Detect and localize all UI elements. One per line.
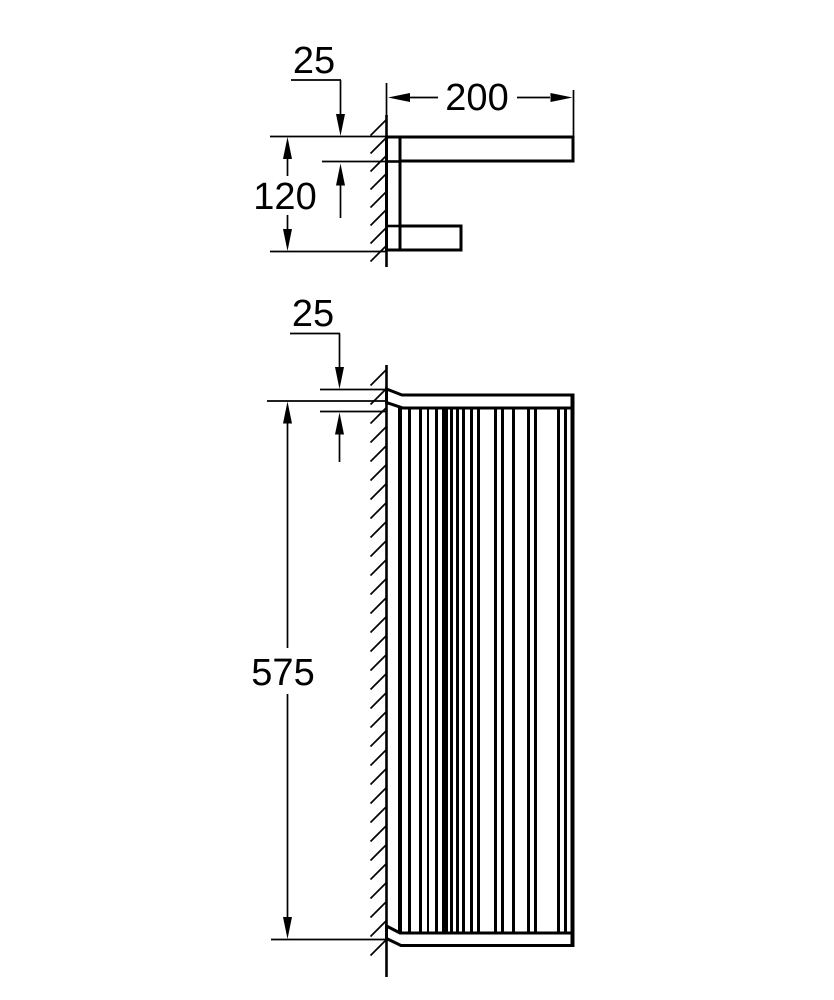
arrow-right-icon	[550, 93, 573, 102]
hatch-line	[369, 445, 387, 463]
hatch-line	[369, 245, 387, 263]
arrow-down-icon	[283, 229, 292, 251]
hatch-line	[369, 711, 387, 729]
dim-side-depth: 200	[388, 77, 575, 137]
hatch-line	[369, 901, 387, 919]
arrow-up-icon	[283, 401, 292, 424]
arrow-left-icon	[388, 93, 410, 102]
hatch-line	[369, 825, 387, 843]
arrow-up-icon	[283, 137, 292, 159]
dim-label-side-offset: 25	[293, 40, 335, 82]
side-view-product-profile	[385, 135, 575, 252]
hatch-line	[369, 369, 387, 387]
hatch-line	[369, 540, 387, 558]
hatch-line	[369, 882, 387, 900]
dim-front-height: 575	[251, 400, 386, 941]
hatch-line	[369, 730, 387, 748]
slat-bar	[477, 406, 480, 934]
hatch-line	[369, 559, 387, 577]
slat-bar	[456, 406, 459, 934]
hatch-line	[369, 806, 387, 824]
hatch-line	[369, 939, 387, 957]
hatch-line	[369, 426, 387, 444]
hatch-line	[369, 191, 387, 209]
hatch-line	[369, 578, 387, 596]
slat-bar	[419, 406, 422, 934]
hatch-line	[369, 119, 387, 137]
hatch-line	[369, 616, 387, 634]
slat-bar	[427, 406, 429, 934]
slat-bar	[494, 406, 497, 934]
lower-bracket-profile	[398, 224, 463, 252]
dim-front-thickness: 25	[290, 293, 386, 462]
shelf-profile	[398, 135, 575, 163]
hatch-line	[369, 407, 387, 425]
hatch-line	[369, 597, 387, 615]
wall-hatching	[369, 119, 387, 263]
front-view-wall	[369, 365, 388, 977]
dim-label-front-height: 575	[251, 652, 314, 694]
hatch-line	[369, 483, 387, 501]
hatch-line	[369, 155, 387, 173]
dim-label-front-thickness: 25	[292, 293, 334, 335]
slat-bar	[501, 406, 504, 934]
arrow-up-icon	[335, 412, 344, 435]
dim-side-height: 120	[253, 137, 386, 253]
hatch-line	[369, 209, 387, 227]
slat-bar	[564, 406, 567, 934]
arrow-up-icon	[336, 163, 345, 186]
rack-slats	[398, 406, 567, 934]
slat-bar	[557, 406, 560, 934]
front-view: 25 575	[251, 293, 575, 977]
hatch-line	[369, 768, 387, 786]
hatch-line	[369, 673, 387, 691]
slat-bar	[442, 406, 448, 934]
hatch-line	[369, 464, 387, 482]
arrow-down-icon	[335, 367, 344, 389]
slat-bar	[408, 406, 411, 934]
arrow-down-icon	[283, 917, 292, 939]
hatch-line	[369, 635, 387, 653]
hatch-line	[369, 787, 387, 805]
slat-bar	[462, 406, 465, 934]
slat-bar	[450, 406, 453, 934]
hatch-line	[369, 227, 387, 245]
hatch-line	[369, 920, 387, 938]
wall-hatching	[369, 369, 387, 957]
hatch-line	[369, 654, 387, 672]
arrow-down-icon	[336, 114, 345, 136]
slat-bar	[512, 406, 515, 934]
hatch-line	[369, 502, 387, 520]
front-view-rack	[385, 386, 575, 947]
hatch-line	[369, 137, 387, 155]
side-view-wall	[369, 83, 388, 267]
wall-plate-profile	[385, 135, 402, 252]
hatch-line	[369, 863, 387, 881]
rack-top-rail	[385, 386, 575, 410]
dim-label-side-height: 120	[253, 176, 316, 218]
slat-bar	[398, 406, 402, 934]
slat-bar	[435, 406, 438, 934]
hatch-line	[369, 173, 387, 191]
slat-bar	[470, 406, 473, 934]
hatch-line	[369, 692, 387, 710]
hatch-line	[369, 521, 387, 539]
dim-label-side-depth: 200	[445, 77, 508, 119]
side-view: 25 200	[253, 40, 575, 267]
hatch-line	[369, 844, 387, 862]
slat-bar	[534, 406, 537, 934]
slat-bar	[527, 406, 530, 934]
dim-side-offset: 25	[270, 40, 386, 218]
hatch-line	[369, 749, 387, 767]
hatch-line	[369, 388, 387, 406]
